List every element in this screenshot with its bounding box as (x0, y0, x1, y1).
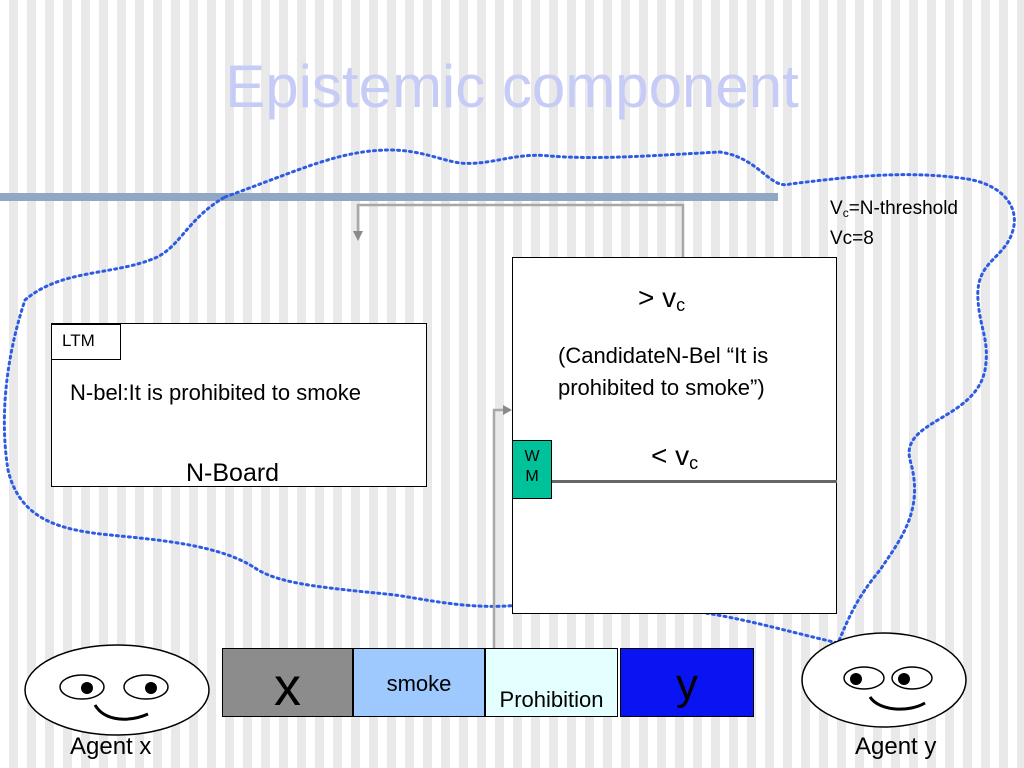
below-threshold-label: < vc (651, 440, 699, 473)
title-rule (0, 193, 778, 201)
candidate-belief-text: (CandidateN-Bel “It is prohibited to smo… (558, 343, 769, 400)
n-board-label: N-Board (186, 459, 280, 487)
n-belief-text: N-bel:It is prohibited to smoke (70, 380, 362, 405)
epistemic-boundary (2, 148, 1016, 645)
wm-tag: W M (512, 440, 552, 499)
wm-divider (552, 480, 837, 483)
input-arrow-line (492, 408, 505, 648)
agent-x-label: Agent x (70, 733, 152, 760)
feedback-arrow-line (356, 203, 685, 265)
input-arrow-head (503, 405, 512, 415)
ltm-tag: LTM (51, 324, 121, 360)
message-action-cell: smoke (353, 648, 485, 717)
n-board-box (51, 323, 427, 487)
threshold-note: Vc=N-threshold Vc=8 (830, 198, 958, 249)
working-memory-box (512, 257, 837, 614)
above-threshold-label: > vc (638, 282, 686, 315)
message-receiver-cell: y (620, 648, 754, 717)
agent-x-face (24, 644, 210, 736)
page-title: Epistemic component (225, 53, 799, 120)
message-sender-cell: x (222, 648, 353, 717)
message-modality-cell: Prohibition (485, 648, 618, 717)
agent-y-label: Agent y (855, 733, 937, 760)
feedback-arrow-head (353, 231, 363, 241)
agent-y-face (801, 632, 967, 728)
